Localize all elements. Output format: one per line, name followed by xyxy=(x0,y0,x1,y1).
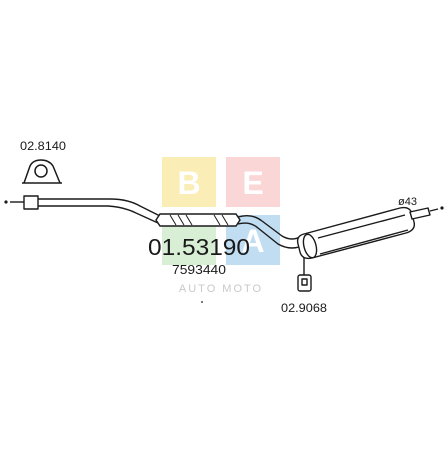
watermark-tile-red xyxy=(226,157,280,207)
diameter-label: ø43 xyxy=(398,196,417,208)
bracket-ring xyxy=(34,164,48,178)
rear-pipe xyxy=(237,214,307,249)
watermark-tile-yellow xyxy=(162,157,216,207)
rear-pipe-lower-edge xyxy=(237,222,307,249)
rear-silencer-inlet-end xyxy=(302,233,318,259)
main-part-number: 01.53190 xyxy=(148,234,250,260)
hanger-body xyxy=(297,274,312,292)
inlet-end-mark xyxy=(4,200,8,204)
rear-silencer xyxy=(296,206,444,260)
rear-silencer-seam xyxy=(317,214,409,255)
watermark-letter-b: B xyxy=(177,165,200,201)
bracket-part-number: 02.8140 xyxy=(20,139,66,153)
centre-silencer-hatching xyxy=(169,214,229,226)
watermark-letter-e: E xyxy=(242,165,263,201)
outlet-end-mark xyxy=(440,206,444,210)
centre-silencer xyxy=(155,213,241,227)
front-pipe-lower-edge xyxy=(38,205,159,224)
stray-dot xyxy=(201,301,203,303)
front-pipe xyxy=(4,195,161,224)
bracket-outline xyxy=(23,159,61,184)
front-pipe-upper-edge xyxy=(38,198,161,217)
tailpipe xyxy=(409,207,431,220)
rear-pipe-upper-edge xyxy=(237,214,303,240)
watermark-letter-a: A xyxy=(241,223,264,259)
outlet-stub xyxy=(429,208,439,212)
bracket-part xyxy=(22,159,62,184)
watermark-tagline: AUTO MOTO xyxy=(179,283,263,295)
bea-watermark: B E A AUTO MOTO xyxy=(162,157,280,295)
oem-number: 7593440 xyxy=(172,262,226,277)
hanger-part-number: 02.9068 xyxy=(281,301,327,315)
hanger-hole xyxy=(301,278,308,286)
inlet-flange xyxy=(23,195,39,210)
hanger-part xyxy=(297,258,312,292)
